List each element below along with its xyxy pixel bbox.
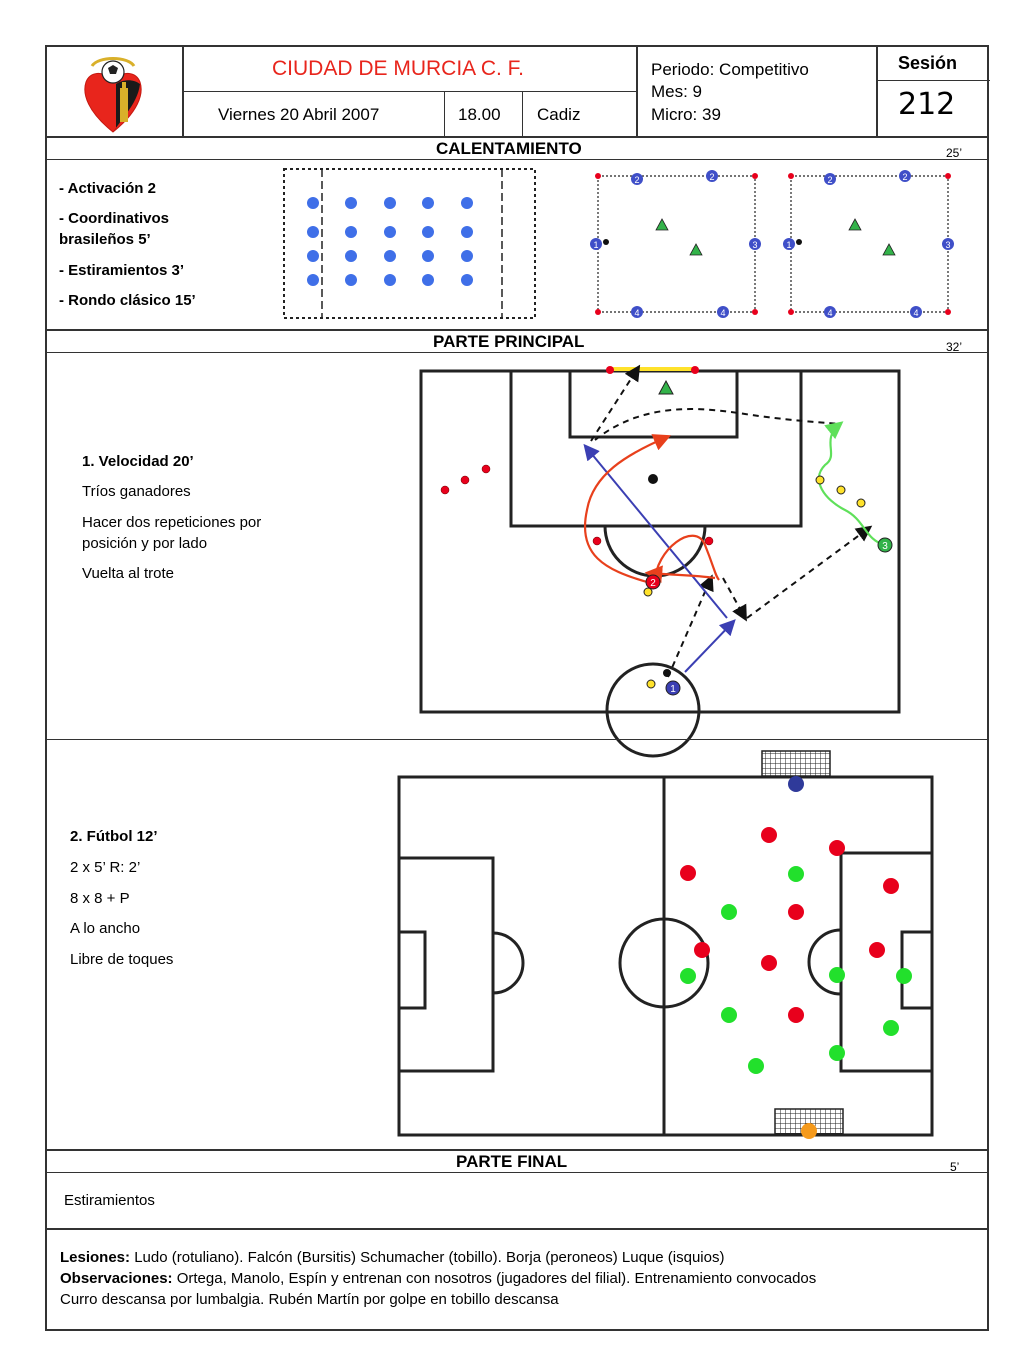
session-label: Sesión bbox=[898, 53, 958, 73]
exercise2-line: 2 x 5’ R: 2’ bbox=[70, 859, 141, 876]
svg-text:4: 4 bbox=[634, 308, 639, 318]
injuries-label: Lesiones: bbox=[60, 1249, 131, 1266]
team-b-player bbox=[721, 1007, 737, 1023]
svg-text:2: 2 bbox=[827, 175, 832, 185]
section-divider bbox=[45, 329, 989, 331]
small-sided-game-pitch-diagram bbox=[397, 750, 934, 1139]
warmup-item: brasileños 5’ bbox=[59, 231, 151, 248]
section-divider bbox=[45, 1228, 989, 1230]
session-time: 18.00 bbox=[458, 105, 501, 124]
svg-text:4: 4 bbox=[827, 308, 832, 318]
warmup-item: - Activación 2 bbox=[59, 180, 156, 197]
team-b-player bbox=[829, 1045, 845, 1061]
svg-text:4: 4 bbox=[720, 308, 725, 318]
player-marker: 2 bbox=[650, 578, 656, 589]
micro-label: Micro: 39 bbox=[651, 105, 721, 124]
svg-text:2: 2 bbox=[902, 172, 907, 182]
exercise-divider bbox=[45, 739, 989, 740]
svg-text:1: 1 bbox=[593, 240, 598, 250]
coordination-drill-diagram bbox=[283, 168, 536, 319]
svg-text:4: 4 bbox=[913, 308, 918, 318]
team-a-player bbox=[680, 865, 696, 881]
team-a-player bbox=[761, 955, 777, 971]
month-label: Mes: 9 bbox=[651, 82, 703, 101]
warmup-title: CALENTAMIENTO bbox=[436, 139, 582, 158]
speed-drill-pitch-diagram: 3 2 1 bbox=[419, 364, 901, 758]
team-b-player bbox=[788, 866, 804, 882]
header-divider bbox=[182, 91, 636, 92]
header-divider bbox=[522, 91, 523, 137]
exercise1-line: Tríos ganadores bbox=[82, 483, 191, 500]
period-label: Periodo: Competitivo bbox=[651, 60, 809, 79]
session-sheet-frame bbox=[45, 45, 989, 1331]
section-divider bbox=[45, 352, 989, 353]
team-b-player bbox=[829, 967, 845, 983]
main-minutes: 32’ bbox=[946, 340, 963, 354]
team-b-player bbox=[721, 904, 737, 920]
header-divider bbox=[876, 45, 878, 137]
club-name: CIUDAD DE MURCIA C. F. bbox=[272, 57, 525, 80]
svg-text:3: 3 bbox=[752, 240, 757, 250]
final-title: PARTE FINAL bbox=[456, 1152, 568, 1171]
final-minutes: 5’ bbox=[950, 1160, 960, 1174]
goalkeeper-bottom bbox=[801, 1123, 817, 1139]
header-divider bbox=[444, 91, 445, 137]
svg-text:2: 2 bbox=[709, 172, 714, 182]
warmup-minutes: 25’ bbox=[946, 146, 963, 160]
team-a-player bbox=[829, 840, 845, 856]
team-a-player bbox=[788, 904, 804, 920]
svg-text:1: 1 bbox=[786, 240, 791, 250]
section-divider bbox=[45, 1172, 989, 1173]
section-divider bbox=[45, 159, 989, 160]
team-a-player bbox=[869, 942, 885, 958]
session-number: 212 bbox=[898, 87, 956, 122]
exercise1-line: Vuelta al trote bbox=[82, 565, 174, 582]
warmup-item: - Coordinativos bbox=[59, 210, 170, 227]
team-a-player bbox=[883, 878, 899, 894]
section-divider bbox=[45, 136, 989, 138]
warmup-item: - Estiramientos 3’ bbox=[59, 262, 185, 279]
exercise2-title: 2. Fútbol 12’ bbox=[70, 828, 158, 845]
exercise2-line: Libre de toques bbox=[70, 951, 174, 968]
injuries-line: Lesiones: Ludo (rotuliano). Falcón (Burs… bbox=[60, 1249, 724, 1266]
rondo-diagram: 2 2 1 3 4 4 2 2 1 3 4 4 bbox=[590, 170, 954, 318]
header-divider bbox=[876, 80, 990, 81]
session-rival: Cadiz bbox=[537, 105, 581, 124]
team-b-player bbox=[883, 1020, 899, 1036]
exercise2-line: A lo ancho bbox=[70, 920, 141, 937]
injuries-text: Ludo (rotuliano). Falcón (Bursitis) Schu… bbox=[130, 1249, 725, 1266]
team-b-player bbox=[748, 1058, 764, 1074]
team-b-player bbox=[896, 968, 912, 984]
exercise2-line: 8 x 8 + P bbox=[70, 890, 130, 907]
team-a-player bbox=[694, 942, 710, 958]
exercise1-title: 1. Velocidad 20’ bbox=[82, 453, 194, 470]
exercise1-line: Hacer dos repeticiones por bbox=[82, 514, 262, 531]
club-crest-logo bbox=[80, 52, 146, 136]
observations-line: Observaciones: Ortega, Manolo, Espín y e… bbox=[60, 1270, 816, 1287]
team-b-player bbox=[680, 968, 696, 984]
team-a-player bbox=[761, 827, 777, 843]
team-a-player bbox=[788, 1007, 804, 1023]
player-marker: 3 bbox=[882, 541, 888, 552]
goalkeeper-top bbox=[788, 776, 804, 792]
player-marker: 1 bbox=[670, 684, 676, 695]
observations-label: Observaciones: bbox=[60, 1270, 173, 1287]
final-text: Estiramientos bbox=[64, 1192, 155, 1209]
observations-line-2: Curro descansa por lumbalgia. Rubén Mart… bbox=[60, 1291, 559, 1308]
section-divider bbox=[45, 1149, 989, 1151]
main-title: PARTE PRINCIPAL bbox=[433, 332, 585, 351]
warmup-item: - Rondo clásico 15’ bbox=[59, 292, 196, 309]
exercise1-line: posición y por lado bbox=[82, 535, 208, 552]
observations-text: Ortega, Manolo, Espín y entrenan con nos… bbox=[172, 1270, 817, 1287]
header-divider bbox=[636, 45, 638, 137]
svg-text:3: 3 bbox=[945, 240, 950, 250]
session-date: Viernes 20 Abril 2007 bbox=[218, 105, 380, 124]
svg-text:2: 2 bbox=[634, 175, 639, 185]
